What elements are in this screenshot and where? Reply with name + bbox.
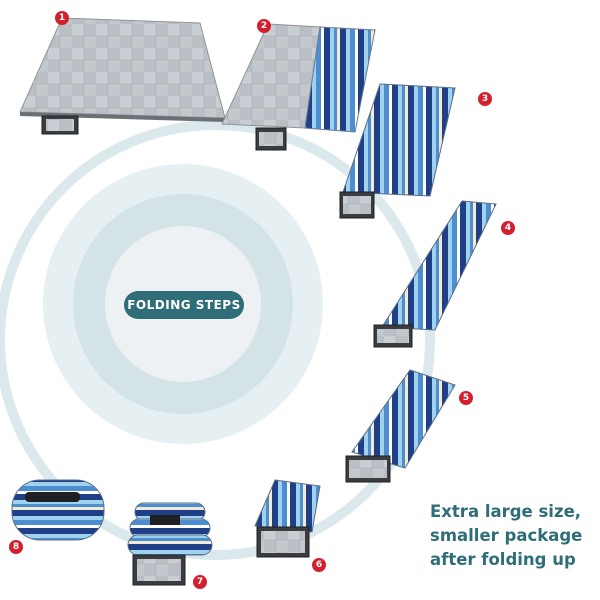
- step-badge-2: 2: [257, 19, 271, 33]
- step-badge-1: 1: [55, 11, 69, 25]
- step-1-silver-mat: [19, 17, 226, 135]
- step-7-stacked-roll: [127, 502, 213, 586]
- step-5-short-striped-panel: [345, 369, 456, 483]
- step-6-folded-panel: [254, 479, 321, 558]
- step-4-narrow-striped-panel: [373, 200, 497, 348]
- step-badge-6: 6: [312, 558, 326, 572]
- step-badge-7: 7: [193, 575, 207, 589]
- step-badge-5: 5: [459, 391, 473, 405]
- step-2-half-folded-mat: [221, 23, 376, 151]
- tagline-line-2: smaller package: [430, 526, 583, 545]
- step-8-rolled-package: [11, 479, 105, 541]
- step-badge-4: 4: [501, 221, 515, 235]
- folding-steps-label: FOLDING STEPS: [124, 291, 244, 319]
- step-3-striped-panel: [339, 83, 456, 219]
- step-badge-3: 3: [478, 92, 492, 106]
- tagline-line-1: Extra large size,: [430, 502, 582, 521]
- tagline-line-3: after folding up: [430, 550, 576, 569]
- step-badge-8: 8: [9, 540, 23, 554]
- outer-ring: [0, 120, 435, 560]
- tagline: Extra large size, smaller package after …: [430, 500, 600, 572]
